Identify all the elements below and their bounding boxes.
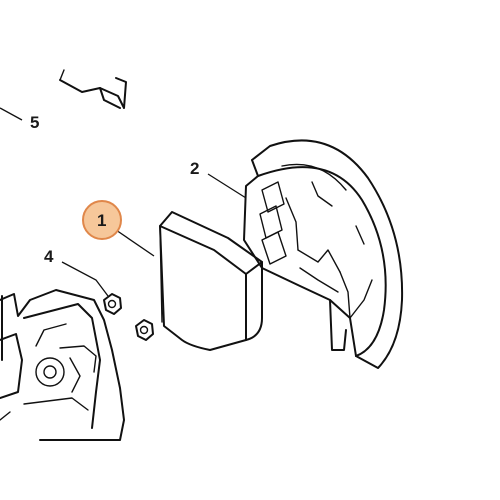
part-5-bracket [59,69,127,109]
callout-4: 4 [44,247,54,266]
callout-1: 1 [97,211,106,230]
leader-5 [0,107,23,121]
leader-1 [115,229,155,257]
part-2-housing [243,139,404,369]
part-1-air-filter [159,211,263,351]
callout-5: 5 [30,113,39,132]
part-4-nuts [103,293,154,341]
base-plate-assembly [0,289,125,441]
leader-2 [207,173,247,199]
callout-2: 2 [190,159,199,178]
callout-1-highlight [82,200,122,240]
leader-4 [61,261,109,297]
